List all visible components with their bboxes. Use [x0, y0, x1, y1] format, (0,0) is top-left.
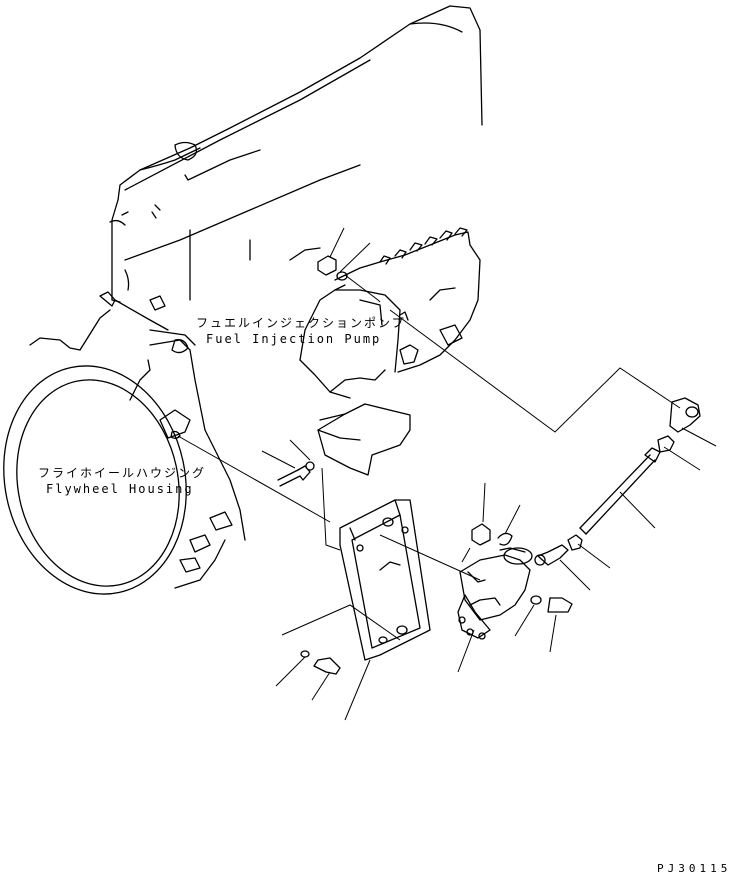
mounting-bracket [339, 499, 431, 661]
rod-end-lower [534, 544, 569, 566]
nut-upper [317, 255, 337, 276]
flywheel-housing [3, 309, 246, 595]
nut-rod-lower [567, 534, 583, 551]
bolt-solenoid [547, 597, 573, 613]
nut-solenoid [471, 523, 491, 546]
stop-solenoid [457, 547, 533, 640]
nut-rod-upper [657, 435, 675, 453]
engine-block [99, 5, 483, 346]
assembly-lines [177, 274, 681, 641]
flywheel-label-en: Flywheel Housing [46, 482, 194, 496]
cover-plate [317, 403, 411, 476]
control-rod [579, 447, 661, 535]
snap-ring-solenoid [497, 532, 513, 546]
washer-cover [305, 461, 315, 471]
fuel-injection-pump [299, 227, 481, 399]
washer-bracket [300, 650, 310, 658]
bolt-cover [277, 465, 311, 487]
washer-solenoid [530, 595, 542, 605]
bolt-bracket [313, 657, 341, 675]
flywheel-label-jp: フライホイールハウジング [38, 466, 207, 480]
leader-lines [261, 227, 717, 721]
rod-end-upper [669, 397, 701, 433]
fuel-pump-label-jp: フュエルインジェクションポンプ [196, 316, 406, 330]
fuel-pump-label-en: Fuel Injection Pump [206, 332, 382, 346]
drawing-code: PJ30115 [657, 862, 732, 875]
